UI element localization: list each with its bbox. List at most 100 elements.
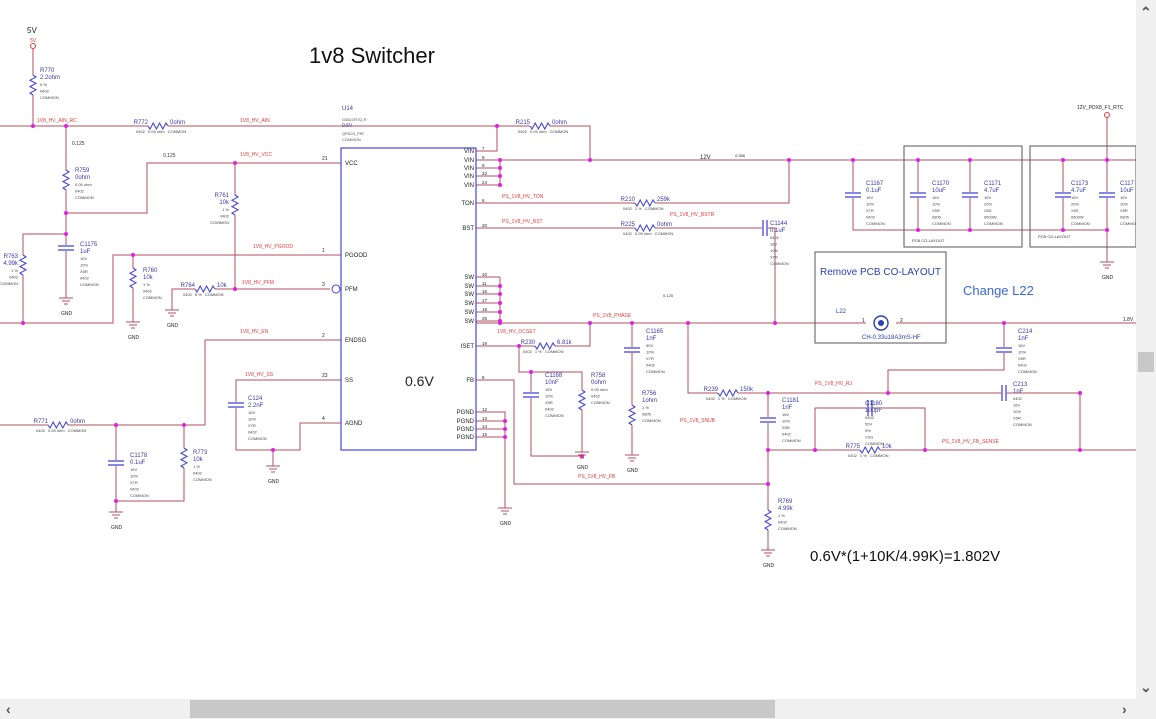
component-value: 0ohm <box>70 419 85 425</box>
ic-pin-number: 1 <box>322 248 325 254</box>
ic-pin-name: VIN <box>464 174 474 180</box>
ground-symbol <box>575 451 589 459</box>
component-value: 4.7uF <box>1071 188 1087 194</box>
gnd-label: GND <box>1102 275 1114 281</box>
ic-pin-name: SW <box>464 284 474 290</box>
junction-node <box>529 370 533 374</box>
component-ref: C1178 <box>130 453 148 459</box>
junction-node <box>686 321 690 325</box>
ic-pin-name: PGND <box>457 435 475 441</box>
ic-ref: U14 <box>342 106 354 112</box>
component-spec: COMMON <box>778 526 797 531</box>
component-value: 2.2nF <box>248 403 264 409</box>
junction-node <box>182 423 186 427</box>
ic-pin-number: 3 <box>322 282 325 288</box>
junction-node <box>503 435 507 439</box>
component-spec: COMMON <box>205 292 224 297</box>
resistor-r770 <box>28 74 38 96</box>
resistor-icon <box>717 388 739 398</box>
ic-pin-number: 6 <box>482 198 485 203</box>
component-value: 4.99k <box>778 506 794 512</box>
component-value: 100pF <box>865 408 882 414</box>
component-ref: R210 <box>621 197 636 203</box>
junction-node <box>131 253 135 257</box>
resistor-icon <box>627 404 637 426</box>
resistor-r210 <box>634 198 656 208</box>
component-spec: 1 % <box>535 349 542 354</box>
junction-node <box>630 321 634 325</box>
component-spec: COMMON <box>865 441 884 446</box>
ic-pin-name: FB <box>466 378 474 384</box>
component-spec: 1 % <box>778 513 785 518</box>
horizontal-scrollbar[interactable]: ‹ › <box>0 699 1136 719</box>
junction-node <box>21 321 25 325</box>
component-ref: R775 <box>846 444 861 450</box>
ic-pin-number: 19 <box>482 341 488 346</box>
component-spec: 16V <box>130 467 137 472</box>
ic-pin-name: SW <box>464 301 474 307</box>
component-spec: X5S <box>1071 208 1079 213</box>
5v-label: 5V <box>27 26 37 35</box>
ic-class: COMMON <box>342 137 361 142</box>
pfm-inverted-pin-icon <box>331 284 341 294</box>
component-value: 150k <box>740 387 754 393</box>
resistor-r759 <box>61 169 71 191</box>
component-spec: 1 % <box>718 396 725 401</box>
component-spec: 0.05 ohm <box>48 428 65 433</box>
resistor-r230 <box>534 341 556 351</box>
component-spec: COMMON <box>75 195 94 200</box>
scroll-up-icon[interactable]: ⌃ <box>1140 4 1152 20</box>
junction-node <box>64 232 68 236</box>
component-ref: C1180 <box>865 401 883 407</box>
component-spec: COMMON <box>782 438 801 443</box>
capacitor-c1180 <box>867 400 873 416</box>
component-spec: COMMON <box>193 477 212 482</box>
junction-node <box>498 166 502 170</box>
component-spec: 0402 <box>518 129 528 134</box>
capacitor-c117 <box>1099 192 1115 198</box>
component-spec: 10% <box>130 474 138 479</box>
component-spec: 50V <box>646 343 653 348</box>
wire <box>518 346 583 452</box>
gnd-label: GND <box>167 323 179 329</box>
ic-pin-number: 13 <box>482 416 488 421</box>
ic-pin-number: 2 <box>322 333 325 339</box>
capacitor-c1165 <box>624 347 640 353</box>
component-ref: C124 <box>248 396 263 402</box>
wire <box>476 323 591 347</box>
vertical-scrollbar[interactable]: ⌃ ⌄ <box>1136 0 1156 699</box>
scroll-left-icon[interactable]: ‹ <box>6 701 11 717</box>
component-spec: 16V <box>545 387 552 392</box>
junction-node <box>498 292 502 296</box>
scroll-down-icon[interactable]: ⌄ <box>1140 679 1152 695</box>
component-spec: 0402 <box>782 432 792 437</box>
12v-rail-label: 12V <box>700 155 711 161</box>
component-spec: 0402 <box>545 407 555 412</box>
component-spec: COMMON <box>728 396 747 401</box>
component-spec: C0G <box>865 435 873 440</box>
ground-symbol <box>165 309 179 317</box>
net-label: PS_1V8_PHASE <box>593 313 632 319</box>
gnd-label: GND <box>577 465 589 471</box>
component-spec: COMMON <box>130 493 149 498</box>
capacitor-c1170 <box>910 192 926 198</box>
junction-node <box>1078 448 1082 452</box>
horizontal-scroll-thumb[interactable] <box>190 700 775 718</box>
ground-symbol <box>761 549 775 557</box>
net-label: 1V8_HV_OCSET <box>497 329 536 335</box>
component-spec: 0.05 ohm <box>75 182 92 187</box>
scroll-right-icon[interactable]: › <box>1122 701 1127 717</box>
component-spec: COMMON <box>0 281 18 286</box>
vertical-scroll-thumb[interactable] <box>1138 352 1154 372</box>
resistor-icon <box>230 194 240 216</box>
component-value: 0ohm <box>552 120 567 126</box>
junction-node <box>1105 158 1109 162</box>
ic-vref: 0.6V <box>342 123 353 129</box>
junction-node <box>1061 228 1065 232</box>
resistor-r239 <box>717 388 739 398</box>
resistor-icon <box>18 254 28 276</box>
ground-symbol <box>126 321 140 329</box>
junction-node <box>968 228 972 232</box>
component-spec: 0402 <box>80 276 90 281</box>
gnd-label: GND <box>61 311 73 317</box>
